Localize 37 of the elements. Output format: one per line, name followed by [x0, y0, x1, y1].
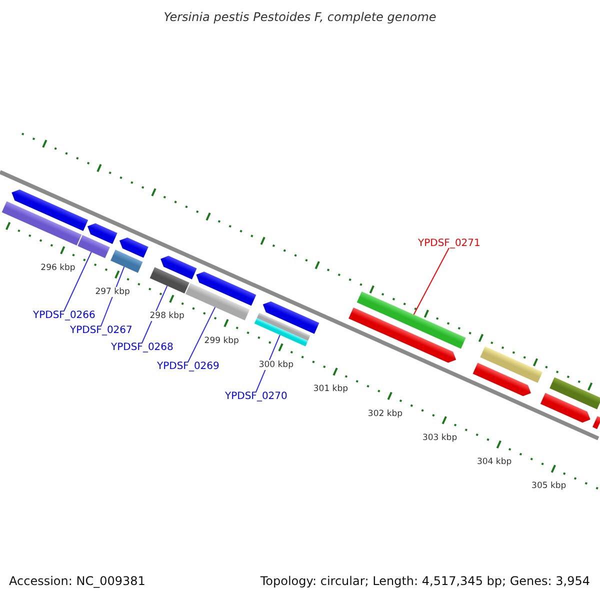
genome-info-text: Topology: circular; Length: 4,517,345 bp; Genes: 3,954 — [260, 574, 590, 588]
gene-block — [348, 307, 456, 363]
position-label: 296 kbp — [40, 262, 76, 273]
gene-block — [12, 189, 88, 231]
position-label: 300 kbp — [258, 360, 294, 370]
gene-block — [472, 362, 531, 396]
category-bar — [150, 267, 190, 294]
position-label: 298 kbp — [150, 311, 184, 322]
gene-block — [540, 392, 590, 423]
position-label: 302 kbp — [368, 408, 403, 419]
category-bar — [78, 235, 110, 258]
gene-block — [196, 272, 256, 306]
category-bar — [110, 250, 143, 273]
gene-label: YPDSF_0270 — [225, 391, 288, 402]
leader-line — [64, 252, 92, 312]
accession-text: Accession: NC_009381 — [9, 574, 146, 588]
position-label: 299 kbp — [204, 336, 239, 346]
position-label: 301 kbp — [313, 384, 348, 394]
leader-line — [413, 248, 450, 316]
gene-label: YPDSF_0271 — [418, 238, 480, 249]
gene-block — [160, 256, 197, 280]
position-label: 303 kbp — [422, 432, 458, 443]
position-label: 305 kbp — [532, 481, 566, 492]
position-label: 304 kbp — [477, 457, 512, 468]
gene-label: YPDSF_0267 — [70, 325, 132, 336]
category-bar — [256, 312, 310, 341]
gene-label: YPDSF_0268 — [111, 342, 174, 353]
gene-block — [262, 301, 320, 334]
gene-label: YPDSF_0266 — [33, 310, 96, 321]
gene-block — [87, 223, 118, 244]
leader-line — [188, 306, 216, 362]
gene-label: YPDSF_0269 — [157, 361, 220, 372]
gene-block — [592, 416, 600, 430]
category-bar — [550, 377, 600, 410]
position-label: 297 kbp — [95, 287, 130, 298]
diagram-title: Yersinia pestis Pestoides F, complete genome — [162, 10, 438, 24]
gene-block — [119, 237, 148, 258]
